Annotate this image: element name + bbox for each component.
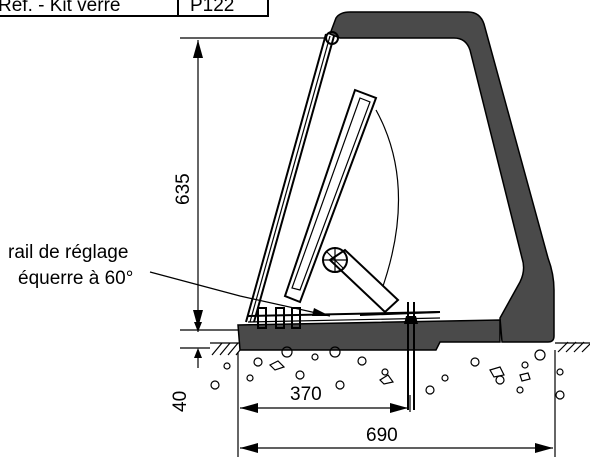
dimension-width-partial: 370 bbox=[237, 352, 411, 457]
glass-panel bbox=[245, 31, 339, 323]
base-plate bbox=[237, 319, 501, 351]
dimension-width-total-value: 690 bbox=[366, 425, 398, 446]
gravel-texture bbox=[210, 346, 565, 400]
annotation-line-1: rail de réglage bbox=[8, 242, 128, 263]
table-cell-code: P122 bbox=[190, 0, 234, 16]
ground-section bbox=[210, 341, 590, 400]
dimension-width-total: 690 bbox=[240, 350, 556, 457]
light-fixture bbox=[283, 88, 400, 314]
dimension-base-height-value: 40 bbox=[170, 391, 191, 412]
dimension-height: 635 bbox=[173, 37, 325, 331]
dimension-width-partial-value: 370 bbox=[290, 384, 322, 405]
table-cell-reference: Réf. - Kit verre bbox=[0, 0, 120, 16]
anchor-bolt bbox=[404, 302, 418, 410]
annotation-line-2: équerre à 60° bbox=[18, 268, 133, 289]
housing-profile bbox=[329, 11, 555, 343]
rail-annotation: rail de réglage équerre à 60° bbox=[8, 242, 331, 317]
dimension-height-value: 635 bbox=[173, 173, 194, 205]
reference-table: Réf. - Kit verre P122 bbox=[0, 0, 269, 17]
dimension-base-height: 40 bbox=[170, 322, 210, 412]
